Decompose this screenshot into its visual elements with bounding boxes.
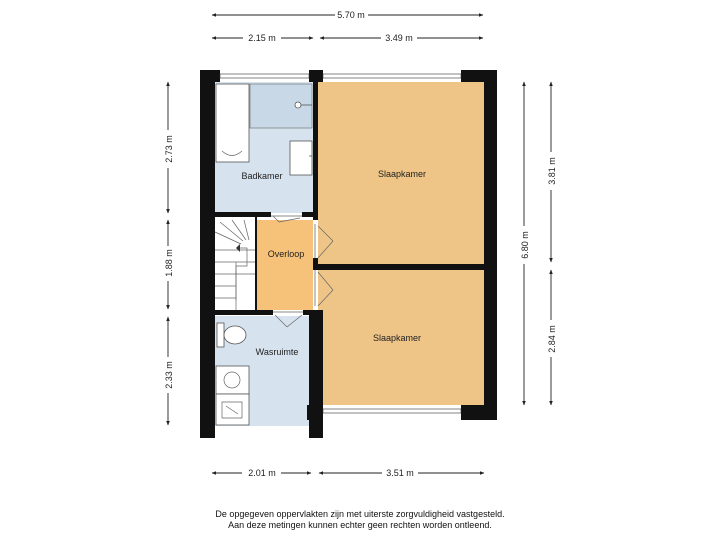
wall-laundry-top-left (215, 310, 273, 315)
dim-bottom-left: 2.01 m (248, 468, 276, 478)
dim-bottom-right: 3.51 m (386, 468, 414, 478)
dryer-icon (215, 393, 250, 426)
top-dimensions: 5.70 m 2.15 m 3.49 m (211, 10, 484, 43)
landing-area (257, 220, 313, 310)
bottom-dimensions: 2.01 m 3.51 m (211, 468, 485, 478)
bathroom-door-swing-icon (272, 215, 301, 223)
bathtub-drain-icon (221, 150, 243, 156)
window-bedroom-top (322, 73, 462, 79)
shower-drain-icon (294, 101, 302, 109)
left-dimensions: 2.73 m 1.88 m 2.33 m (164, 81, 174, 426)
wall-bedroom-divider (313, 264, 484, 270)
room-label-overloop: Overloop (268, 249, 305, 259)
room-labels: Badkamer Overloop Wasruimte Slaapkamer S… (241, 169, 426, 357)
wall-top-mid-post (309, 70, 323, 82)
room-label-slaapkamer-bottom: Slaapkamer (373, 333, 421, 343)
stair-treads-icon (214, 219, 255, 310)
bedroom-bottom-area (318, 270, 484, 405)
dim-left-top: 2.73 m (164, 135, 174, 163)
wall-bath-bottom-left (215, 212, 271, 217)
stairs (214, 219, 255, 310)
dim-left-bottom: 2.33 m (164, 361, 174, 389)
window-bedroom-bottom (322, 408, 462, 414)
wall-left-outer (200, 70, 215, 438)
room-label-badkamer: Badkamer (241, 171, 282, 181)
dim-right-total: 6.80 m (520, 231, 530, 259)
disclaimer: De opgegeven oppervlakten zijn met uiter… (0, 509, 720, 531)
washing-machine-icon (215, 365, 250, 395)
dim-right-lower: 2.84 m (547, 325, 557, 353)
laundry-fixtures (215, 322, 250, 426)
disclaimer-line-2: Aan deze metingen kunnen echter geen rec… (228, 520, 492, 530)
wall-bath-bedroom (313, 82, 318, 220)
wall-laundry-right (309, 310, 323, 438)
dim-left-mid: 1.88 m (164, 249, 174, 277)
bedroom-top-area (318, 82, 484, 266)
dim-top-left: 2.15 m (248, 33, 276, 43)
wall-laundry-top-right (303, 310, 313, 315)
wall-top-left-stub (200, 70, 220, 82)
room-label-wasruimte: Wasruimte (256, 347, 299, 357)
toilet-icon (223, 325, 247, 345)
toilet-tank-icon (216, 322, 225, 348)
doors (271, 215, 334, 328)
wall-bottom-left-stub (200, 426, 215, 438)
disclaimer-line-1: De opgegeven oppervlakten zijn met uiter… (215, 509, 505, 519)
wall-bath-bottom-right (302, 212, 318, 217)
dim-top-total: 5.70 m (337, 10, 365, 20)
shower-area (249, 83, 313, 129)
laundry-door-swing-icon (274, 314, 303, 328)
right-dimensions: 6.80 m 3.81 m 2.84 m (520, 81, 557, 406)
washing-machine-drum-icon (223, 371, 241, 389)
stair-direction-arrow-icon (236, 244, 240, 252)
wall-bottom-right-post (461, 405, 497, 420)
bedroom-bottom-door-swing-icon (317, 271, 334, 307)
room-label-slaapkamer-top: Slaapkamer (378, 169, 426, 179)
bathroom-fixtures (215, 83, 313, 176)
walls (200, 70, 497, 438)
windows (219, 73, 462, 414)
dim-right-upper: 3.81 m (547, 157, 557, 185)
dim-top-right: 3.49 m (385, 33, 413, 43)
bedroom-top-door-swing-icon (317, 225, 334, 259)
window-bathroom (219, 73, 310, 79)
dryer-door-icon (221, 401, 243, 419)
wall-right-outer (484, 70, 497, 420)
bathtub-icon (215, 83, 250, 163)
sink-icon (289, 140, 313, 176)
wall-stair-rail (255, 217, 257, 310)
